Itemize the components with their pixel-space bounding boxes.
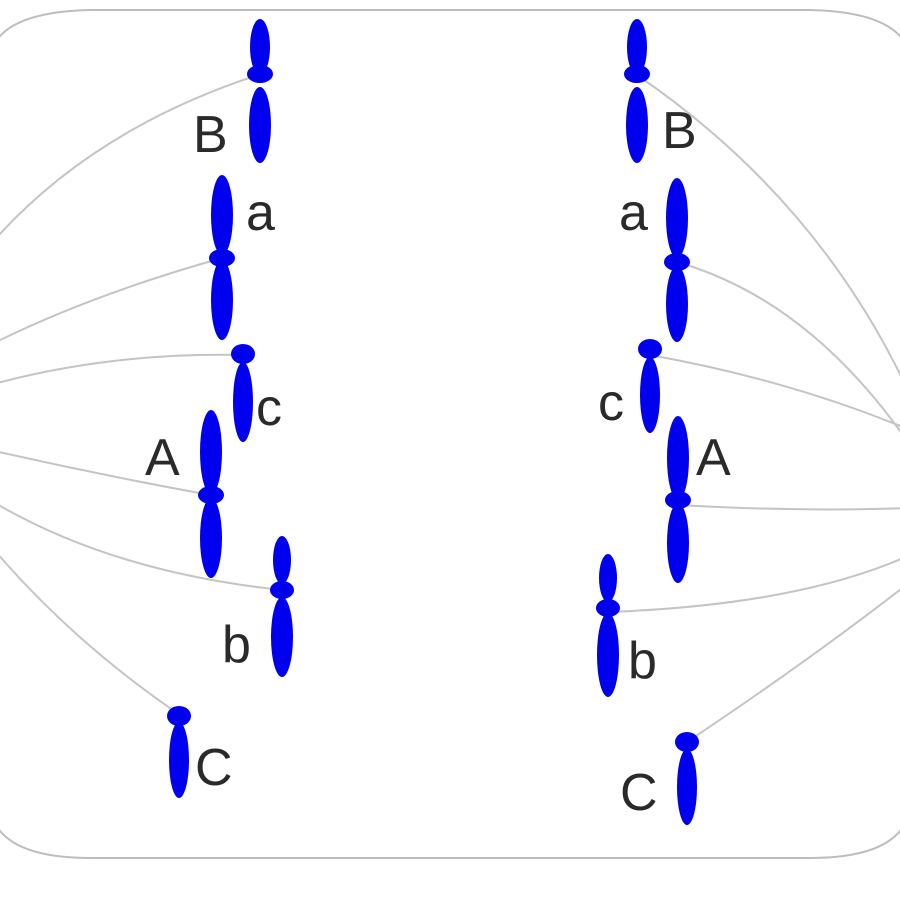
- left-label-a: a: [246, 184, 275, 242]
- left-chromosomes: [167, 19, 294, 798]
- left-fiber-1: [0, 74, 259, 236]
- left-labels: B a c A b C: [145, 106, 282, 797]
- left-fiber-2: [0, 257, 223, 342]
- right-label-A: A: [696, 429, 731, 487]
- right-label-B: B: [662, 102, 697, 160]
- right-chromosome-c: [638, 339, 662, 433]
- right-chromosome-a: [664, 178, 690, 342]
- right-fiber-5: [607, 558, 900, 613]
- left-chromosome-B: [247, 19, 273, 163]
- left-label-C: C: [195, 739, 233, 797]
- right-chromosome-b: [596, 554, 620, 697]
- right-label-C: C: [620, 764, 658, 822]
- right-fiber-2: [676, 261, 900, 433]
- right-chromosome-B: [624, 19, 650, 163]
- right-chromosome-C: [675, 732, 699, 825]
- right-label-c: c: [598, 374, 624, 432]
- left-label-b: b: [222, 616, 251, 674]
- right-spindle-fibers: [607, 74, 900, 743]
- right-chromosomes: [596, 19, 699, 825]
- right-labels: B a c A b C: [598, 102, 731, 822]
- right-fiber-3: [649, 354, 900, 427]
- left-label-A: A: [145, 429, 180, 487]
- right-fiber-4: [677, 504, 900, 511]
- left-fiber-3: [0, 353, 244, 384]
- left-chromosome-a: [209, 175, 235, 340]
- right-chromosome-A: [665, 416, 691, 583]
- right-fiber-6: [686, 588, 900, 743]
- left-chromosome-C: [167, 706, 191, 798]
- right-label-a: a: [619, 184, 648, 242]
- left-fiber-6: [0, 555, 181, 716]
- left-label-B: B: [193, 106, 228, 164]
- left-chromosome-A: [198, 410, 224, 578]
- left-chromosome-b: [270, 536, 294, 677]
- cell-membrane: [0, 9, 900, 859]
- right-label-b: b: [628, 632, 657, 690]
- left-label-c: c: [256, 379, 282, 437]
- right-fiber-1: [636, 74, 900, 377]
- left-fiber-5: [0, 504, 283, 591]
- left-chromosome-c: [231, 344, 255, 442]
- left-fiber-4: [0, 451, 211, 496]
- left-spindle-fibers: [0, 74, 283, 716]
